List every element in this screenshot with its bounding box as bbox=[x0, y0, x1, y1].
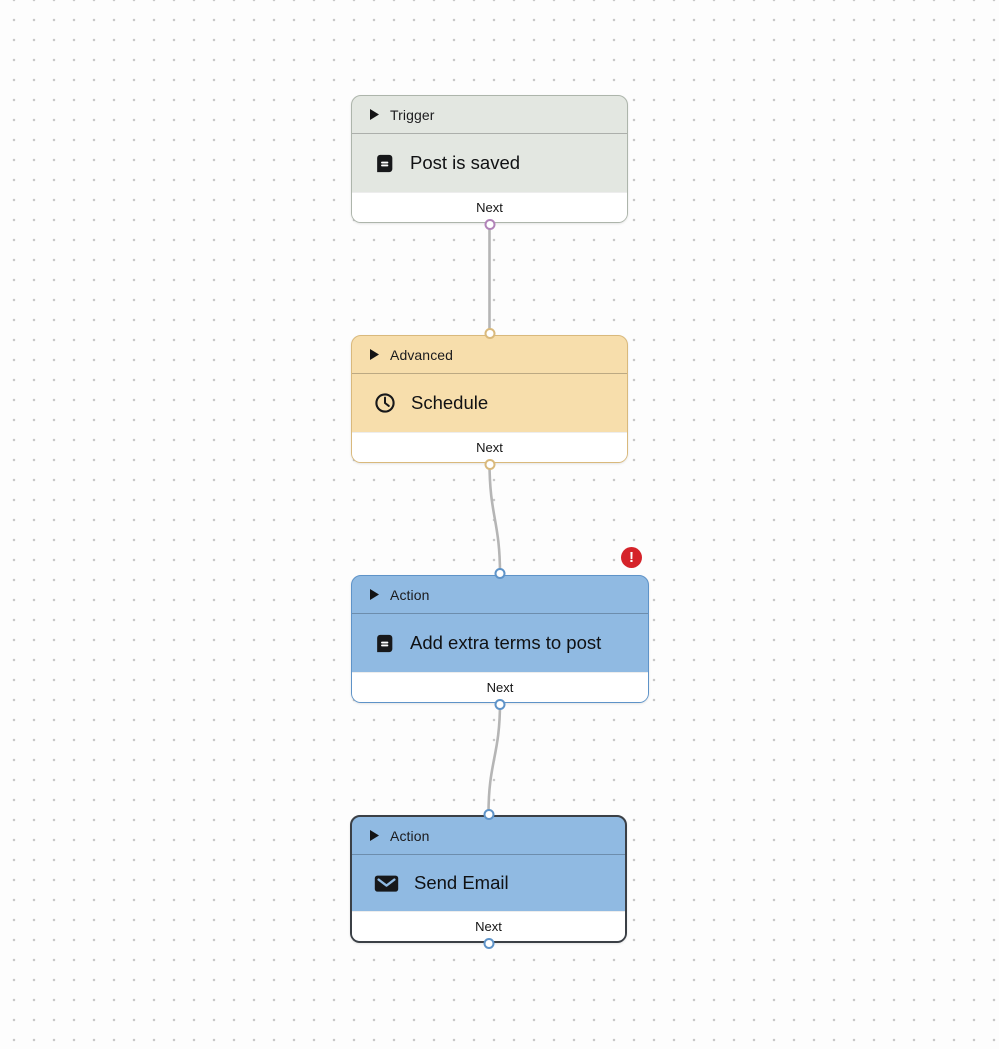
edge-advanced-to-action-add-terms bbox=[488, 460, 502, 576]
node-header[interactable]: Action bbox=[352, 817, 625, 855]
error-badge[interactable]: ! bbox=[621, 547, 642, 568]
clock-icon bbox=[374, 392, 396, 414]
node-action-send-email[interactable]: Action Send Email Next bbox=[350, 809, 627, 949]
document-icon bbox=[374, 633, 395, 654]
node-category-label: Action bbox=[390, 827, 430, 844]
next-label: Next bbox=[475, 919, 502, 934]
input-port[interactable] bbox=[494, 568, 506, 579]
output-port[interactable] bbox=[484, 459, 495, 470]
node-header[interactable]: Advanced bbox=[352, 336, 627, 374]
node-body[interactable]: Send Email bbox=[352, 855, 625, 911]
node-title: Post is saved bbox=[410, 152, 521, 173]
node-header[interactable]: Action bbox=[352, 576, 648, 614]
output-port[interactable] bbox=[484, 219, 495, 230]
node-action-add-extra-terms[interactable]: ! Action Add extra terms to post Next bbox=[351, 547, 649, 710]
edge-action-add-terms-to-send-email bbox=[487, 700, 502, 816]
output-port[interactable] bbox=[494, 699, 506, 710]
output-port[interactable] bbox=[483, 938, 494, 949]
input-port[interactable] bbox=[484, 328, 495, 339]
node-body[interactable]: Add extra terms to post bbox=[352, 614, 648, 672]
next-label: Next bbox=[476, 200, 503, 215]
collapse-arrow-icon[interactable] bbox=[370, 589, 379, 600]
node-title: Schedule bbox=[411, 392, 489, 413]
node-body[interactable]: Schedule bbox=[352, 374, 627, 432]
node-header[interactable]: Trigger bbox=[352, 96, 627, 134]
document-icon bbox=[374, 153, 395, 174]
node-advanced-schedule[interactable]: Advanced Schedule Next bbox=[351, 328, 628, 470]
node-body[interactable]: Post is saved bbox=[352, 134, 627, 192]
node-title: Send Email bbox=[414, 872, 509, 893]
node-category-label: Trigger bbox=[390, 106, 435, 123]
node-footer: Next bbox=[352, 432, 627, 462]
node-footer: Next bbox=[352, 192, 627, 222]
node-trigger-post-is-saved[interactable]: Trigger Post is saved Next bbox=[351, 95, 628, 230]
mail-icon bbox=[374, 873, 399, 894]
next-label: Next bbox=[486, 680, 514, 695]
node-category-label: Action bbox=[390, 586, 430, 603]
collapse-arrow-icon[interactable] bbox=[370, 349, 379, 360]
next-label: Next bbox=[476, 440, 503, 455]
node-category-label: Advanced bbox=[390, 346, 454, 363]
node-footer: Next bbox=[352, 911, 625, 941]
collapse-arrow-icon[interactable] bbox=[370, 109, 379, 120]
collapse-arrow-icon[interactable] bbox=[370, 830, 379, 841]
input-port[interactable] bbox=[483, 809, 494, 820]
node-title: Add extra terms to post bbox=[410, 632, 602, 653]
node-footer: Next bbox=[352, 672, 648, 702]
